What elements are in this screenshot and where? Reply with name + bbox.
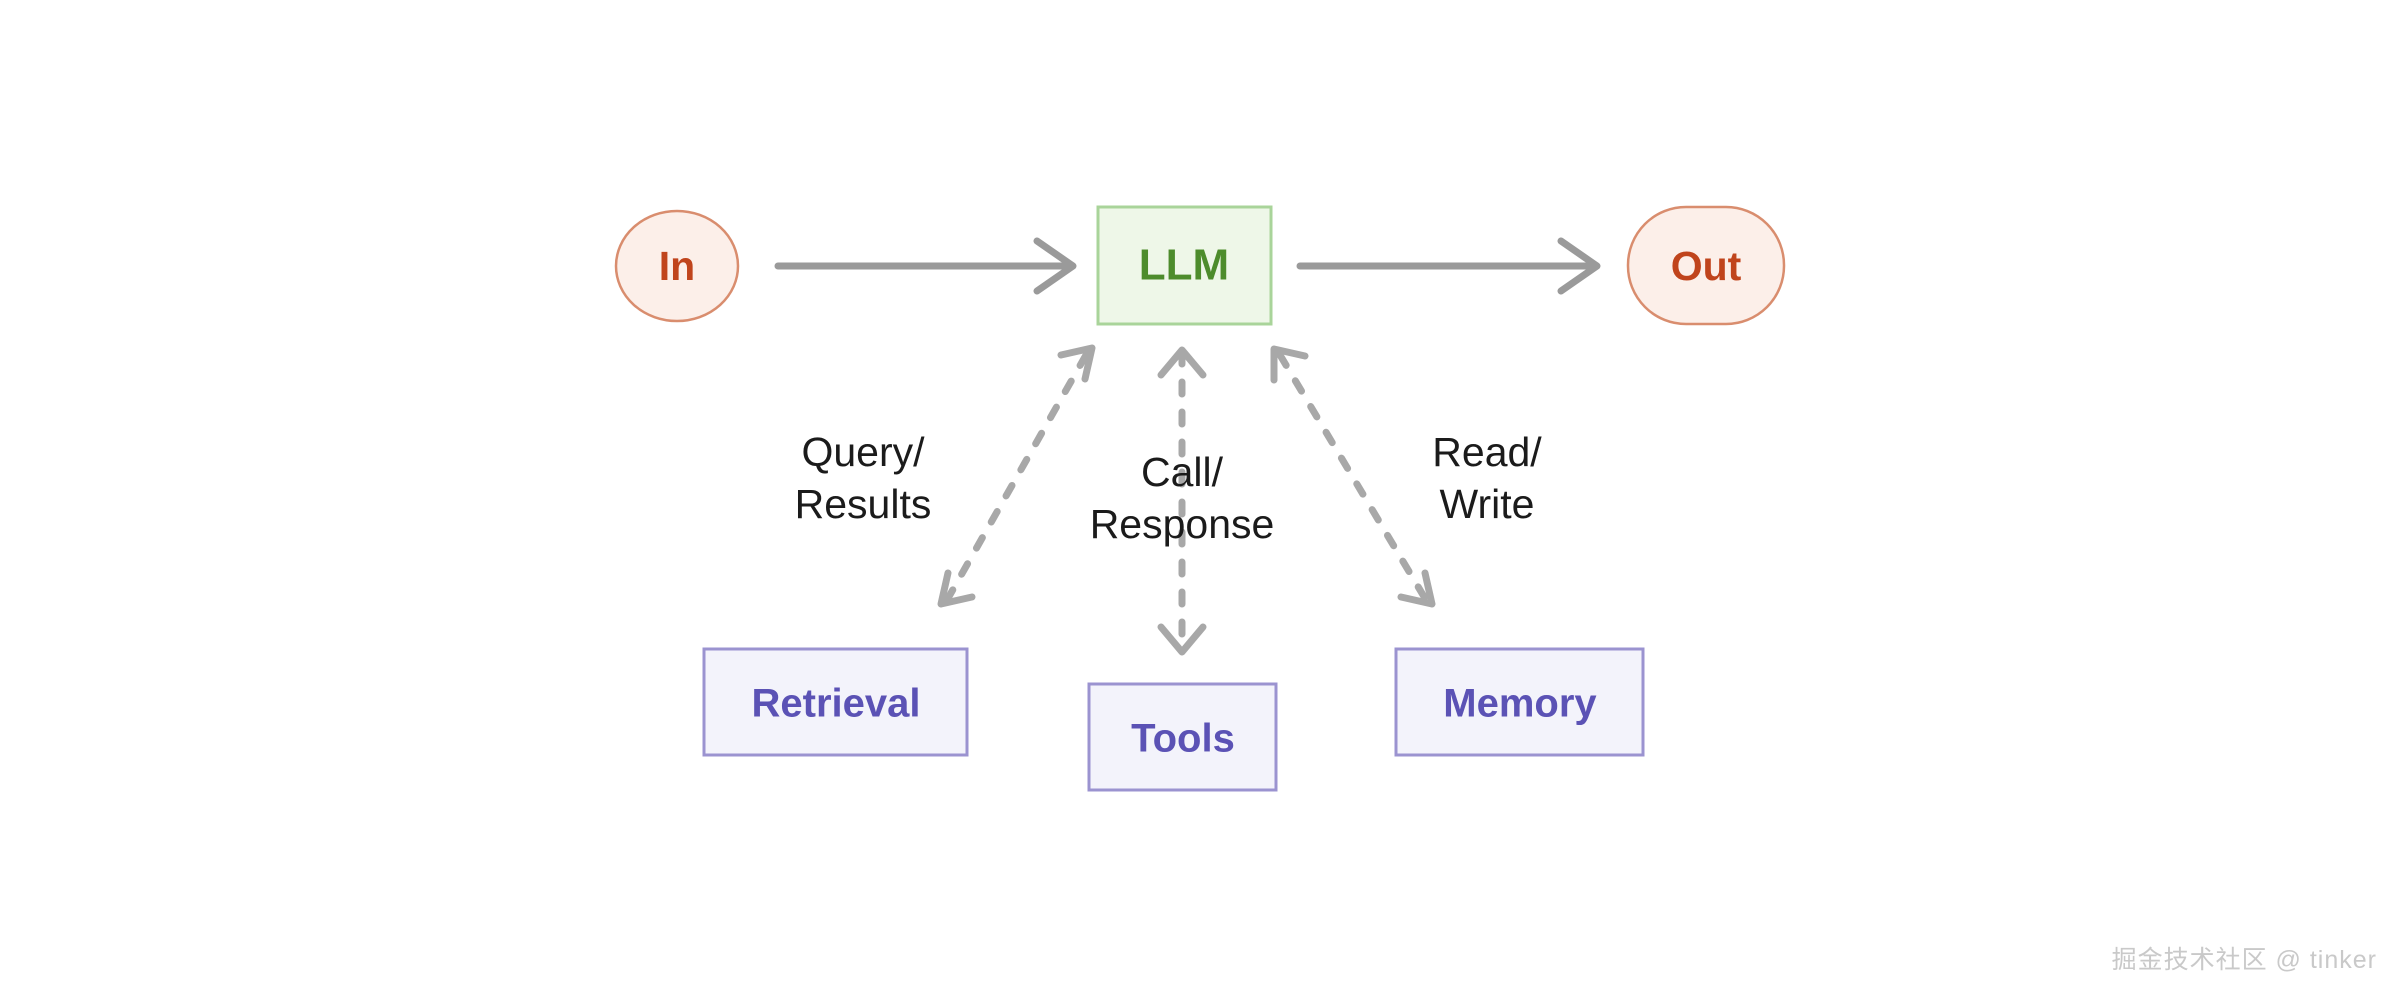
node-memory-label: Memory: [1443, 682, 1597, 726]
arrowhead-icon: [937, 569, 976, 608]
node-retrieval-label: Retrieval: [752, 682, 921, 726]
edge-label-read-write: Read/ Write: [1432, 429, 1542, 527]
node-in-label: In: [659, 243, 695, 289]
edge-llm-to-out: [1296, 237, 1601, 295]
node-tools-label: Tools: [1131, 717, 1235, 761]
node-llm-shape[interactable]: [1096, 205, 1273, 326]
node-out-label: Out: [1671, 243, 1742, 289]
edge-label-call-response-line1: Call/: [1141, 449, 1224, 495]
node-tools-shape[interactable]: [1087, 682, 1278, 792]
edge-llm-retrieval-line: [943, 351, 1090, 604]
node-memory-shape[interactable]: [1394, 647, 1645, 757]
edge-label-query-results: Query/ Results: [795, 429, 932, 527]
node-in-shape[interactable]: [614, 209, 740, 323]
edge-label-query-results-line1: Query/: [801, 429, 925, 475]
edge-in-to-llm: [774, 237, 1077, 295]
edge-llm-retrieval: [937, 344, 1096, 608]
arrowhead-icon: [1557, 237, 1601, 295]
node-memory[interactable]: Memory: [1394, 647, 1645, 757]
edge-llm-memory: [1270, 345, 1436, 608]
arrowhead-icon: [1270, 345, 1309, 384]
edge-llm-memory-line: [1276, 351, 1430, 604]
arrowhead-icon: [1397, 569, 1436, 608]
edge-label-read-write-line2: Write: [1440, 481, 1535, 527]
arrowhead-icon: [1033, 237, 1077, 295]
arrowhead-icon: [1057, 344, 1096, 383]
edge-llm-tools: [1157, 346, 1207, 656]
node-llm[interactable]: LLM: [1096, 205, 1273, 326]
arrowhead-icon: [1157, 346, 1207, 379]
edge-label-call-response-line2: Response: [1090, 501, 1275, 547]
edge-label-call-response: Call/ Response: [1090, 449, 1275, 547]
node-retrieval[interactable]: Retrieval: [702, 647, 969, 757]
edge-label-query-results-line2: Results: [795, 481, 932, 527]
node-retrieval-shape[interactable]: [702, 647, 969, 757]
arrowhead-icon: [1157, 623, 1207, 656]
node-out-shape[interactable]: [1626, 205, 1786, 326]
edge-label-read-write-line1: Read/: [1432, 429, 1542, 475]
watermark: 掘金技术社区 @ tinker: [2111, 946, 2377, 974]
node-llm-label: LLM: [1139, 241, 1229, 290]
node-tools[interactable]: Tools: [1087, 682, 1278, 792]
node-in[interactable]: In: [614, 209, 740, 323]
node-out[interactable]: Out: [1626, 205, 1786, 326]
